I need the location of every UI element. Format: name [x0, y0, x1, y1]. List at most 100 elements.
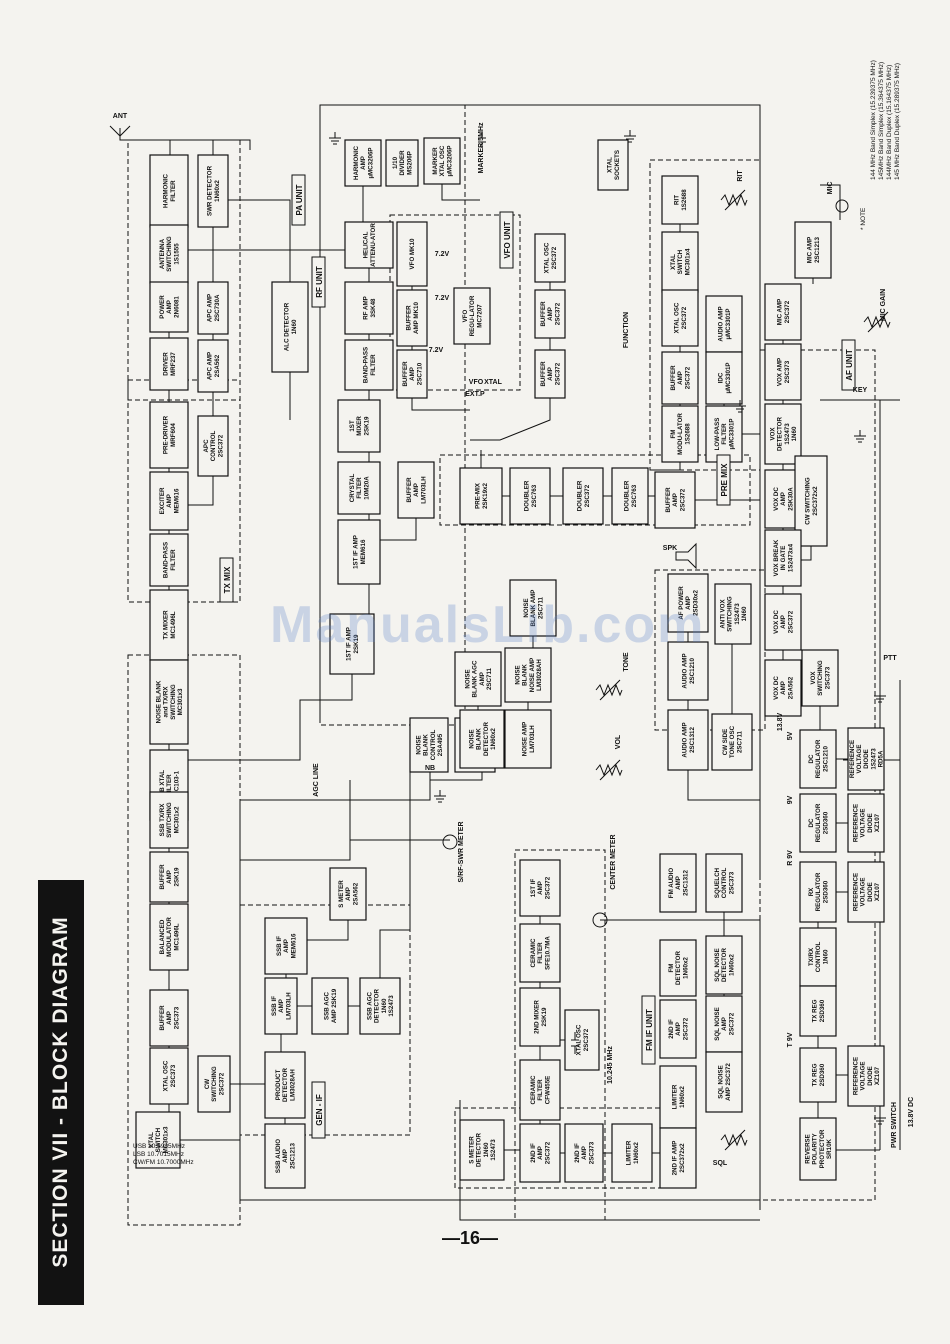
line-label-v72a: 7.2V: [435, 251, 450, 258]
block-label-line: DETECTOR: [483, 722, 490, 756]
block-label-line: 2SC373: [728, 871, 735, 894]
block-label-line: 2SC1210: [689, 658, 696, 684]
line-label-vr9: R 9V: [787, 850, 794, 866]
block-label-line: 2SC372: [728, 1012, 735, 1035]
block-label-line: SWR DETECTOR: [207, 165, 214, 216]
unit-label: GEN - IF: [311, 1081, 326, 1139]
block-label-line: 1N60x2: [214, 180, 221, 202]
block-label-line: BUFFER: [540, 361, 547, 387]
block-label-line: 2SD360: [822, 811, 829, 834]
block-label-line: BUFFER: [540, 301, 547, 327]
block-label-line: CERAMIC: [530, 1075, 537, 1104]
block-label-line: 2SA495: [437, 733, 444, 756]
block-label-line: VFO: [462, 309, 469, 322]
block-label-line: 2SA562: [352, 882, 359, 905]
block-label-line: VOLTAGE: [860, 809, 867, 838]
block-label-line: NOISE: [468, 729, 475, 748]
line-label-function: FUNCTION: [623, 312, 630, 348]
block-label-line: SQL NOISE: [714, 1007, 721, 1041]
block-label-line: AMP: [479, 672, 486, 686]
wire: [379, 760, 411, 978]
line-label-extp: EXT.P: [465, 391, 485, 398]
block-label-line: LM3028AH: [536, 659, 543, 691]
block-label-line: LOW-PASS: [714, 418, 721, 451]
block-label-line: 2SC372: [544, 1141, 551, 1164]
block-label-line: SSB TX/RX: [159, 803, 166, 837]
block-label-line: MC1496L: [173, 923, 180, 950]
block-label-line: AMP: [685, 596, 692, 610]
block-label-line: 2SK30A: [787, 487, 794, 511]
unit-label: TX MIX: [219, 557, 234, 603]
block-label-line: 2ND IF: [530, 1143, 537, 1163]
block-label-line: 1ST IF AMP: [353, 535, 360, 569]
block-label-line: REFERENCE: [849, 740, 856, 778]
unit-label-text: GEN - IF: [315, 1094, 324, 1126]
note-carrier_lsb: LSB 10.7015MHz: [133, 1151, 184, 1158]
potentiometer-icon: [595, 679, 623, 701]
block-label-line: 2SC1213: [814, 237, 821, 263]
meter-icon: [592, 912, 608, 928]
block-label-line: MARKER: [432, 147, 439, 175]
block-label-line: BLANK: [476, 728, 483, 750]
block-label-line: ANTI VOX: [719, 599, 726, 629]
block-label-line: REGULATOR: [815, 803, 822, 842]
line-label-spk: SPK: [663, 545, 677, 552]
block-label-line: 1N60x2: [728, 954, 735, 976]
block-label-line: and TX/RX: [163, 686, 170, 718]
line-label-rit-label: RIT: [737, 170, 744, 182]
line-label-vt9: T 9V: [787, 1032, 794, 1047]
block-label-line: 2SC372x2: [679, 1143, 686, 1173]
section-header-bar: [38, 880, 84, 1305]
block-label-line: AMP: [537, 881, 544, 895]
block-label-line: HELICAL: [363, 231, 370, 258]
line-label-tone: TONE: [623, 652, 630, 672]
block-label-line: DOUBLER: [577, 480, 584, 511]
block-label-line: FILTER: [537, 942, 544, 964]
block-label-line: VOLTAGE: [860, 878, 867, 907]
ground-icon: [434, 790, 446, 803]
line-label-center-meter: CENTER METER: [610, 834, 617, 889]
block-label-line: 2SC711: [537, 596, 544, 619]
block-label-line: HARMONIC: [353, 145, 360, 180]
block-label-line: CONTROL: [430, 729, 437, 760]
block-label-line: AMP: [672, 493, 679, 507]
block-label-line: SSB AGC: [324, 991, 331, 1019]
block-label-line: 2SC373: [170, 1064, 177, 1087]
block-label-line: TX REG: [812, 1063, 819, 1086]
line-label-supply-13-8v: 13.8V: [777, 713, 784, 732]
block-label-line: 2SC373: [824, 666, 831, 689]
block-label-line: BLANK: [423, 734, 430, 756]
block-label-line: BAND-PASS: [363, 347, 370, 383]
block-label-line: BLANK AGC: [472, 660, 479, 697]
block-label-line: 1S2688: [684, 423, 691, 445]
block-label-line: SWITCH: [155, 1127, 162, 1152]
block-label-line: MS206P: [406, 151, 413, 175]
wire: [650, 462, 681, 471]
block-label-line: REGULATOR: [815, 739, 822, 778]
block-label-line: SSB AGC: [366, 991, 373, 1019]
block-label-line: LIMITER: [626, 1140, 633, 1165]
line-label-ptt: PTT: [883, 655, 897, 662]
unit-label-text: PA UNIT: [295, 184, 304, 215]
block-label-line: CFW455E: [544, 1076, 551, 1105]
